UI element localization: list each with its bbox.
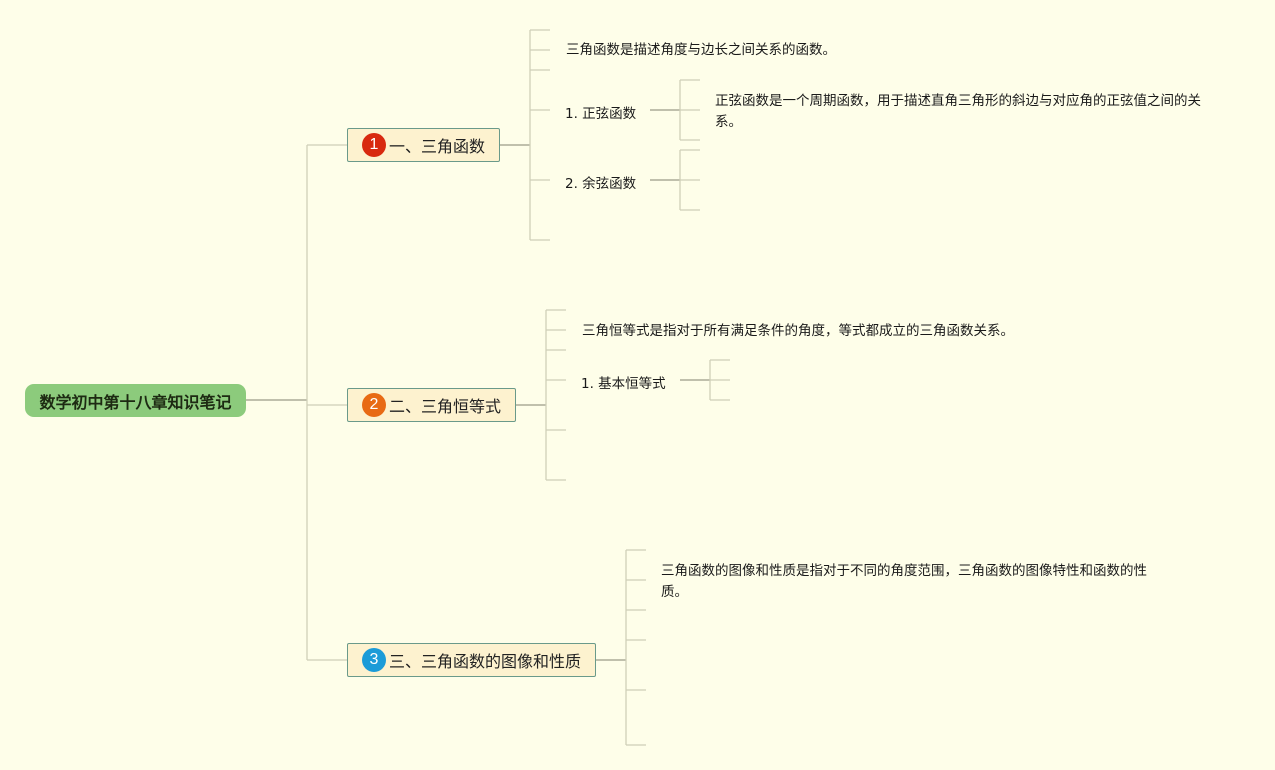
topic-label: 二、三角恒等式 bbox=[389, 397, 502, 416]
topic-note: 三角函数的图像和性质是指对于不同的角度范围，三角函数的图像特性和函数的性质。 bbox=[661, 563, 1147, 600]
topic-trig-graphs-properties[interactable]: 3 三、三角函数的图像和性质 bbox=[347, 643, 596, 677]
topic-label: 三、三角函数的图像和性质 bbox=[389, 652, 582, 671]
subtopic-sine[interactable]: 1. 正弦函数 bbox=[565, 106, 637, 122]
topic-note: 三角恒等式是指对于所有满足条件的角度，等式都成立的三角函数关系。 bbox=[582, 323, 1014, 339]
subtopic-basic-identities[interactable]: 1. 基本恒等式 bbox=[581, 376, 666, 392]
priority-1-icon: 1 bbox=[362, 133, 386, 157]
priority-2-icon: 2 bbox=[362, 393, 386, 417]
topic-label: 一、三角函数 bbox=[389, 137, 486, 156]
topic-trig-functions[interactable]: 1 一、三角函数 bbox=[347, 128, 500, 162]
subtopic-cosine[interactable]: 2. 余弦函数 bbox=[565, 176, 637, 192]
central-topic-label: 数学初中第十八章知识笔记 bbox=[39, 392, 232, 412]
priority-3-icon: 3 bbox=[362, 648, 386, 672]
topic-note: 三角函数是描述角度与边长之间关系的函数。 bbox=[566, 42, 836, 58]
central-topic[interactable]: 数学初中第十八章知识笔记 bbox=[25, 384, 246, 417]
subtopic-note: 正弦函数是一个周期函数，用于描述直角三角形的斜边与对应角的正弦值之间的关系。 bbox=[715, 93, 1201, 130]
topic-trig-identities[interactable]: 2 二、三角恒等式 bbox=[347, 388, 516, 422]
